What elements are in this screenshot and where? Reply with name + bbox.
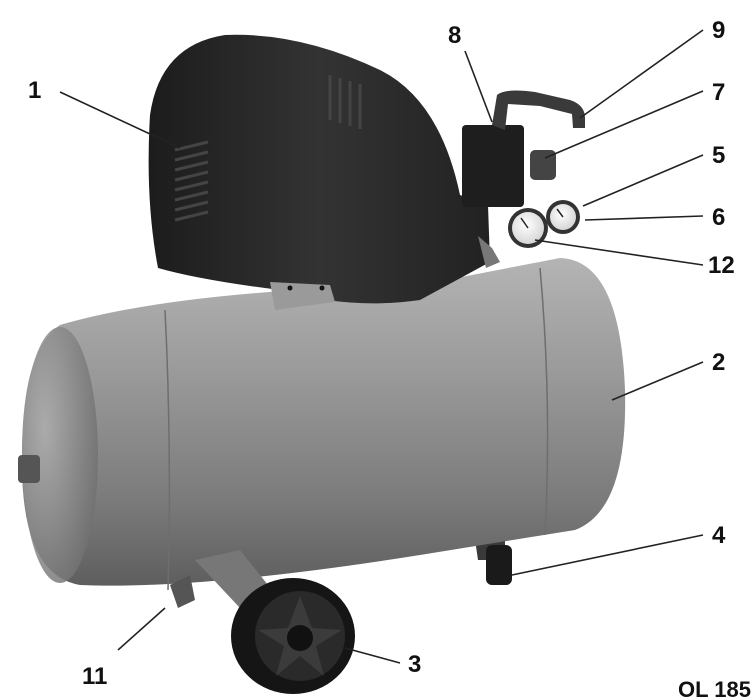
- pressure-switch: [462, 90, 585, 207]
- label-6: 6: [712, 204, 725, 231]
- label-8: 8: [448, 22, 461, 49]
- label-11: 11: [82, 663, 107, 690]
- gauges: [478, 200, 580, 268]
- label-12: 12: [708, 252, 735, 279]
- pressure-regulator-knob: [530, 150, 556, 180]
- label-4: 4: [712, 522, 726, 549]
- leader-lines: [59, 29, 704, 664]
- wheel: [231, 578, 355, 694]
- motor-housing: [148, 34, 490, 310]
- air-tank: [18, 258, 626, 591]
- callout-labels: 1 8 9 7 5 6 12 2 4 3 11 OL 185: [28, 17, 751, 699]
- label-7: 7: [712, 79, 725, 106]
- label-1: 1: [28, 77, 41, 104]
- label-3: 3: [408, 651, 421, 678]
- label-5: 5: [712, 142, 725, 169]
- label-2: 2: [712, 349, 725, 376]
- label-9: 9: [712, 17, 725, 44]
- handle: [492, 90, 585, 130]
- model-code: OL 185: [678, 677, 751, 699]
